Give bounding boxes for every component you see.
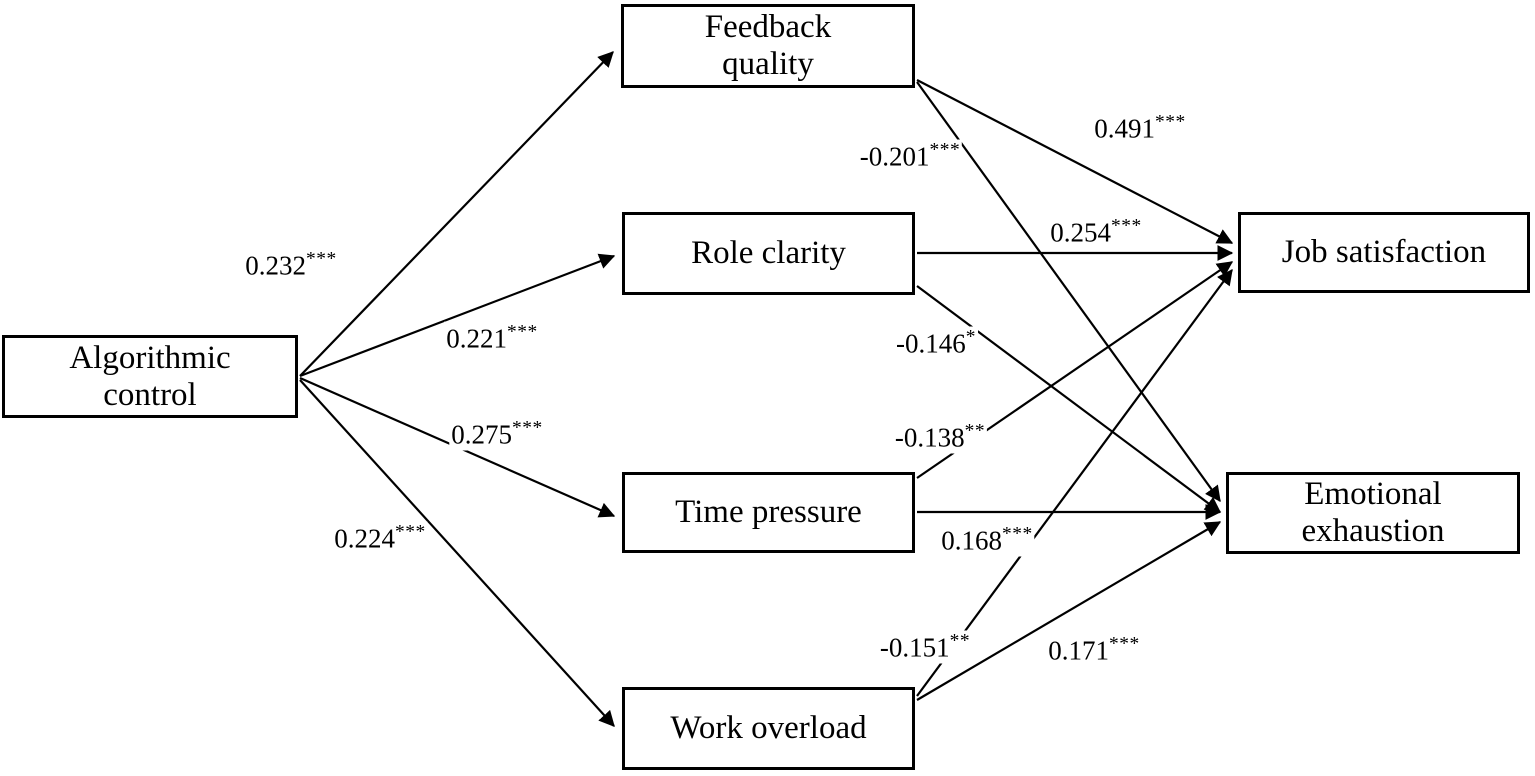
coefficient-label-tp-js: -0.138** — [892, 420, 988, 454]
path-line-wo-js — [916, 268, 1233, 697]
coefficient-stars-rc-js: *** — [1111, 215, 1142, 237]
coefficient-label-ac-rc: 0.221*** — [444, 321, 540, 355]
coefficient-value-wo-ee: 0.171 — [1048, 635, 1110, 666]
coefficient-value-wo-js: -0.151 — [879, 632, 950, 663]
coefficient-value-tp-js: -0.138 — [894, 422, 965, 453]
node-label-emotional-exhaustion: Emotional exhaustion — [1301, 476, 1445, 549]
path-line-ac-rc — [299, 253, 616, 378]
coefficient-label-ac-tp: 0.275*** — [449, 417, 545, 451]
coefficient-stars-fq-js: *** — [1155, 111, 1186, 133]
node-algorithmic-control[interactable]: Algorithmic control — [2, 335, 298, 418]
coefficient-stars-ac-wo: *** — [395, 521, 426, 543]
path-line-ac-fq — [299, 51, 614, 377]
node-work-overload[interactable]: Work overload — [622, 687, 915, 770]
coefficient-label-wo-js: -0.151** — [877, 630, 973, 664]
coefficient-value-fq-ee: -0.201 — [859, 141, 930, 172]
coefficient-stars-ac-tp: *** — [512, 417, 543, 439]
coefficient-value-ac-wo: 0.224 — [334, 523, 396, 554]
coefficient-stars-ac-rc: *** — [507, 321, 538, 343]
coefficient-value-ac-fq: 0.232 — [245, 250, 307, 281]
node-emotional-exhaustion[interactable]: Emotional exhaustion — [1226, 472, 1520, 554]
node-label-role-clarity: Role clarity — [691, 235, 846, 272]
coefficient-value-tp-ee: 0.168 — [941, 525, 1003, 556]
path-line-fq-ee — [916, 81, 1221, 503]
coefficient-value-ac-rc: 0.221 — [446, 323, 508, 354]
coefficient-stars-rc-ee: * — [965, 326, 976, 348]
node-feedback-quality[interactable]: Feedback quality — [621, 4, 915, 88]
node-job-satisfaction[interactable]: Job satisfaction — [1238, 212, 1530, 293]
coefficient-value-fq-js: 0.491 — [1094, 113, 1156, 144]
path-line-rc-ee — [916, 285, 1222, 513]
node-time-pressure[interactable]: Time pressure — [622, 472, 915, 553]
node-label-feedback-quality: Feedback quality — [704, 9, 832, 82]
path-line-fq-js — [916, 79, 1234, 244]
coefficient-label-tp-ee: 0.168*** — [939, 523, 1035, 557]
coefficient-stars-wo-js: ** — [949, 630, 971, 652]
coefficient-label-wo-ee: 0.171*** — [1046, 633, 1142, 667]
coefficient-label-rc-ee: -0.146* — [894, 326, 978, 360]
coefficient-stars-fq-ee: *** — [929, 139, 961, 161]
coefficient-label-ac-fq: 0.232*** — [243, 248, 339, 282]
coefficient-label-rc-js: 0.254*** — [1048, 215, 1144, 249]
coefficient-label-fq-js: 0.491*** — [1092, 111, 1188, 145]
node-label-algorithmic-control: Algorithmic control — [69, 339, 231, 413]
coefficient-stars-tp-js: ** — [964, 420, 986, 442]
node-role-clarity[interactable]: Role clarity — [622, 212, 915, 295]
node-label-time-pressure: Time pressure — [675, 494, 862, 531]
path-line-wo-ee — [916, 521, 1222, 701]
coefficient-label-ac-wo: 0.224*** — [332, 521, 428, 555]
node-label-work-overload: Work overload — [670, 710, 867, 747]
coefficient-value-rc-js: 0.254 — [1050, 217, 1112, 248]
coefficient-stars-tp-ee: *** — [1002, 523, 1033, 545]
coefficient-value-rc-ee: -0.146 — [896, 328, 966, 359]
coefficient-label-fq-ee: -0.201*** — [857, 139, 963, 173]
path-line-ac-wo — [299, 379, 615, 727]
coefficient-stars-wo-ee: *** — [1109, 633, 1140, 655]
node-label-job-satisfaction: Job satisfaction — [1281, 234, 1487, 271]
coefficient-value-ac-tp: 0.275 — [451, 419, 513, 450]
coefficient-stars-ac-fq: *** — [306, 248, 337, 270]
